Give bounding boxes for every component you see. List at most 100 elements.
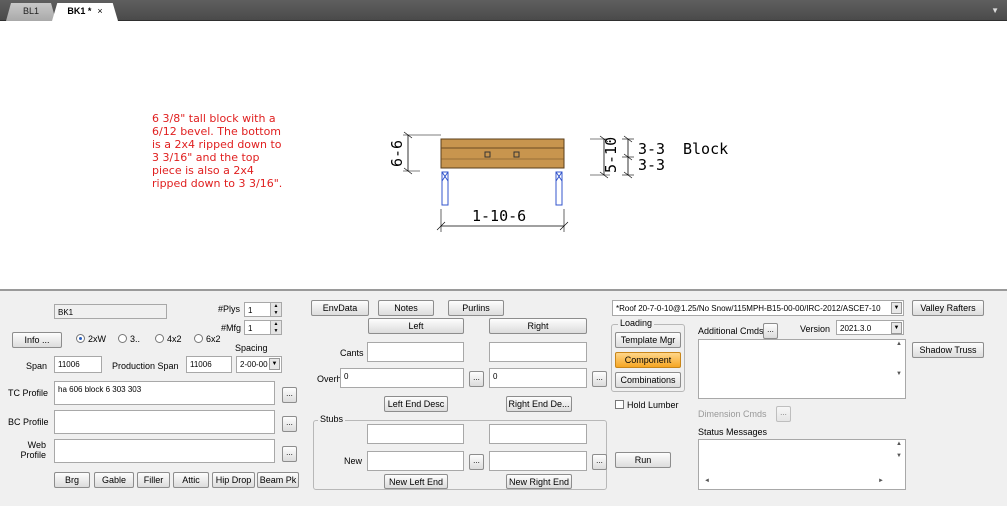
right-header[interactable]: Right	[489, 318, 587, 334]
template-mgr-button[interactable]: Template Mgr	[615, 332, 681, 348]
overhang-left-field[interactable]: 0	[340, 368, 464, 388]
run-button[interactable]: Run	[615, 452, 671, 468]
spacing-select[interactable]: 2-00-00▼	[236, 356, 282, 373]
dim-left-height: 6-6	[388, 140, 406, 167]
span-field[interactable]: 11006	[54, 356, 102, 373]
version-select[interactable]: 2021.3.0 ▼	[836, 320, 904, 335]
stubs-label: Stubs	[318, 414, 346, 424]
notes-button[interactable]: Notes	[378, 300, 434, 316]
radio-indicator	[155, 334, 164, 343]
cants-label: Cants	[340, 348, 364, 358]
tc-profile-field[interactable]: ha 606 block 6 303 303	[54, 381, 275, 405]
right-end-desc-button[interactable]: Right End De...	[506, 396, 572, 412]
hold-lumber-label: Hold Lumber	[627, 400, 679, 410]
mfg-stepper[interactable]: 1▲▼	[244, 320, 282, 335]
stub-left-field[interactable]	[367, 424, 464, 444]
scrollbar[interactable]: ▲▼	[894, 441, 904, 477]
plys-value: 1	[248, 306, 253, 315]
dim-right-bottom: 3-3	[638, 156, 665, 174]
cants-right-field[interactable]	[489, 342, 587, 362]
block-label: Block	[683, 140, 728, 158]
tab-bk1-label: BK1 *	[67, 6, 92, 16]
truss-drawing: 6-6 5-10 3-3 3-3 Block 1-10-6	[388, 131, 728, 232]
drawing-canvas[interactable]: 6 3/8" tall block with a 6/12 bevel. The…	[0, 21, 1007, 291]
gable-button[interactable]: Gable	[94, 472, 134, 488]
chevron-up-icon[interactable]: ▲	[896, 441, 902, 447]
chevron-down-icon[interactable]: ▼	[896, 371, 902, 377]
chevron-down-icon[interactable]: ▼	[891, 302, 902, 314]
new-left-end-button[interactable]: New Left End	[384, 474, 448, 489]
filler-button[interactable]: Filler	[137, 472, 170, 488]
left-end-desc-button[interactable]: Left End Desc	[384, 396, 448, 412]
new-right-end-button[interactable]: New Right End	[506, 474, 572, 489]
loading-select-value: *Roof 20-7-0-10@1.25/No Snow/115MPH-B15-…	[616, 304, 881, 313]
dimension-cmds-browse-button[interactable]: ...	[776, 406, 791, 422]
overhang-right-field[interactable]: 0	[489, 368, 587, 388]
component-button[interactable]: Component	[615, 352, 681, 368]
horizontal-scrollbar[interactable]: ◄►	[700, 478, 904, 488]
radio-indicator	[194, 334, 203, 343]
scrollbar[interactable]: ▲▼	[894, 341, 904, 397]
close-icon[interactable]: ×	[97, 6, 103, 16]
radio-2xw[interactable]: 2xW	[76, 334, 106, 344]
overhang-left-browse-button[interactable]: ...	[469, 371, 484, 387]
tab-bl1[interactable]: BL1	[6, 3, 56, 21]
tab-bar: BL1 BK1 * × ▼	[0, 0, 1007, 21]
spin-icon[interactable]: ▲▼	[270, 321, 281, 334]
bc-profile-field[interactable]	[54, 410, 275, 434]
cants-left-field[interactable]	[367, 342, 464, 362]
chevron-right-icon[interactable]: ►	[878, 478, 884, 484]
mfg-label: #Mfg	[221, 323, 242, 333]
purlins-button[interactable]: Purlins	[448, 300, 504, 316]
additional-cmds-area[interactable]: ▲▼	[698, 339, 906, 399]
new-right-field[interactable]	[489, 451, 587, 471]
hold-lumber-checkbox[interactable]: Hold Lumber	[615, 400, 679, 410]
hip-drop-button[interactable]: Hip Drop	[212, 472, 255, 488]
chevron-down-icon[interactable]: ▼	[896, 453, 902, 459]
chevron-left-icon[interactable]: ◄	[704, 478, 710, 484]
tab-bl1-label: BL1	[22, 6, 39, 16]
radio-6x2[interactable]: 6x2	[194, 334, 221, 344]
radio-indicator	[118, 334, 127, 343]
production-span-field[interactable]: 11006	[186, 356, 232, 373]
block-lumber	[440, 138, 565, 169]
web-profile-label: Web Profile	[20, 440, 46, 460]
loading-select[interactable]: *Roof 20-7-0-10@1.25/No Snow/115MPH-B15-…	[612, 300, 904, 316]
left-header[interactable]: Left	[368, 318, 464, 334]
plate-marker	[484, 151, 491, 158]
chevron-down-icon[interactable]: ▼	[269, 358, 280, 370]
radio-2xw-label: 2xW	[88, 334, 106, 344]
plys-stepper[interactable]: 1 ▲▼	[244, 302, 282, 317]
beam-pk-button[interactable]: Beam Pk	[257, 472, 299, 488]
shadow-truss-button[interactable]: Shadow Truss	[912, 342, 984, 358]
chevron-down-icon[interactable]: ▼	[991, 6, 999, 15]
tab-bk1[interactable]: BK1 * ×	[52, 3, 118, 21]
chevron-down-icon[interactable]: ▼	[891, 322, 902, 334]
combinations-button[interactable]: Combinations	[615, 372, 681, 388]
additional-cmds-browse-button[interactable]: ...	[763, 323, 778, 339]
valley-rafters-button[interactable]: Valley Rafters	[912, 300, 984, 316]
status-messages-label: Status Messages	[698, 427, 768, 437]
new-left-browse-button[interactable]: ...	[469, 454, 484, 470]
overhang-right-browse-button[interactable]: ...	[592, 371, 607, 387]
stub-right-field[interactable]	[489, 424, 587, 444]
radio-4x2[interactable]: 4x2	[155, 334, 182, 344]
attic-button[interactable]: Attic	[173, 472, 209, 488]
dimension-cmds-label: Dimension Cmds	[698, 409, 767, 419]
brg-button[interactable]: Brg	[54, 472, 90, 488]
dim-span: 1-10-6	[472, 207, 526, 225]
spin-icon[interactable]: ▲▼	[270, 303, 281, 316]
truss-name-field[interactable]: BK1	[54, 304, 167, 319]
web-profile-browse-button[interactable]: ...	[282, 446, 297, 462]
radio-3[interactable]: 3..	[118, 334, 140, 344]
new-label: New	[344, 456, 363, 466]
chevron-up-icon[interactable]: ▲	[896, 341, 902, 347]
new-right-browse-button[interactable]: ...	[592, 454, 607, 470]
bc-profile-browse-button[interactable]: ...	[282, 416, 297, 432]
version-value: 2021.3.0	[840, 324, 872, 333]
tc-profile-browse-button[interactable]: ...	[282, 387, 297, 403]
web-profile-field[interactable]	[54, 439, 275, 463]
new-left-field[interactable]	[367, 451, 464, 471]
info-button[interactable]: Info ...	[12, 332, 62, 348]
envdata-button[interactable]: EnvData	[311, 300, 369, 316]
